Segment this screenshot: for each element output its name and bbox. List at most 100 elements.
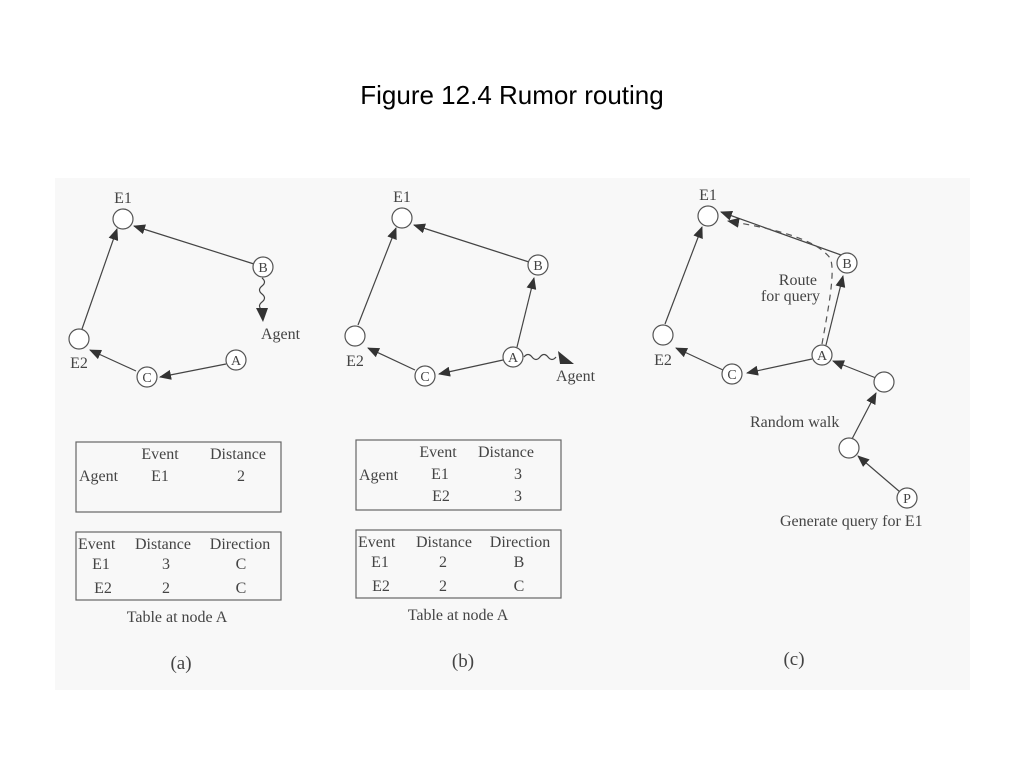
node-table-cell: E2 (94, 580, 112, 597)
label-p: P (903, 492, 911, 507)
label-c: C (727, 368, 736, 383)
label-e1: E1 (114, 190, 132, 207)
edge-b-e1 (413, 223, 530, 263)
node-a (502, 346, 524, 368)
node-table-cell: C (236, 556, 247, 573)
edge-c-e2 (89, 349, 137, 372)
node-p (896, 487, 918, 509)
label-b: B (842, 257, 851, 272)
node-e1 (697, 205, 719, 227)
table-caption: Table at node A (408, 607, 509, 624)
edge-p-w2 (857, 455, 901, 493)
agent-table-header-event: Event (141, 446, 179, 463)
node-e2 (652, 324, 674, 346)
edge-e2-e1 (664, 226, 703, 325)
agent-table (355, 439, 562, 511)
label-e1: E1 (393, 189, 411, 206)
label-e2: E2 (654, 352, 672, 369)
agent-table-cell: 3 (514, 466, 522, 483)
node-e2 (344, 325, 366, 347)
agent-table-row-label: Agent (359, 467, 399, 484)
node-table (75, 531, 282, 601)
label-c: C (420, 370, 429, 385)
node-table-header-direction: Direction (210, 536, 270, 553)
node-table-cell: B (514, 554, 525, 571)
edge-e2-e1 (357, 227, 397, 326)
agent-label: Agent (261, 326, 301, 343)
label-a: A (508, 351, 519, 366)
node-table-cell: 2 (162, 580, 170, 597)
label-e2: E2 (70, 355, 88, 372)
node-e1 (112, 208, 134, 230)
agent-table-cell: 3 (514, 488, 522, 505)
label-a: A (817, 349, 828, 364)
node-table-cell: 2 (439, 554, 447, 571)
node-table-cell: E1 (92, 556, 110, 573)
label-c: C (142, 371, 151, 386)
node-walk-2 (838, 437, 860, 459)
node-table-header-distance: Distance (135, 536, 191, 553)
agent-table (75, 441, 282, 513)
agent-arrowhead (256, 308, 268, 322)
generate-query-label: Generate query for E1 (780, 513, 923, 530)
node-table-cell: 2 (439, 578, 447, 595)
figure-background (55, 178, 970, 690)
edge-b-e1 (133, 224, 255, 265)
panel-b: E1 B E2 C A Agent Event Distance Agent E… (344, 189, 596, 672)
agent-table-header-event: Event (419, 444, 457, 461)
edge-e2-e1 (81, 228, 119, 330)
label-e2: E2 (346, 353, 364, 370)
node-c (721, 363, 743, 385)
panel-caption-c: (c) (783, 649, 804, 670)
agent-table-cell: E2 (432, 488, 450, 505)
node-table-cell: E2 (372, 578, 390, 595)
edge-w1-a (832, 360, 877, 379)
agent-table-cell: E1 (151, 468, 169, 485)
edge-c-e2 (367, 347, 416, 371)
node-table-header-distance: Distance (416, 534, 472, 551)
node-table-cell: E1 (371, 554, 389, 571)
node-table-header-direction: Direction (490, 534, 550, 551)
node-c (414, 365, 436, 387)
panel-c: E1 B E2 C A P Route for query Random wal… (652, 187, 923, 670)
edge-b-e1 (720, 211, 842, 256)
agent-table-cell: 2 (237, 468, 245, 485)
label-e1: E1 (699, 187, 717, 204)
node-b (527, 254, 549, 276)
node-table-cell: 3 (162, 556, 170, 573)
random-walk-label: Random walk (750, 414, 839, 431)
route-label-line2: for query (761, 288, 820, 305)
node-e1 (391, 207, 413, 229)
agent-table-cell: E1 (431, 466, 449, 483)
agent-table-header-distance: Distance (210, 446, 266, 463)
node-table (355, 529, 562, 599)
figure-title: Figure 12.4 Rumor routing (360, 80, 664, 110)
node-walk-1 (873, 371, 895, 393)
panel-a: E1 B E2 C A Agent Event Distance Agent E… (68, 190, 301, 674)
agent-path (258, 277, 266, 311)
edge-a-c (746, 358, 813, 376)
node-table-header-event: Event (358, 534, 396, 551)
edge-c-e2 (675, 347, 724, 371)
panel-caption-b: (b) (452, 651, 474, 672)
label-b: B (533, 259, 542, 274)
edge-a-b (825, 275, 846, 346)
agent-table-header-distance: Distance (478, 444, 534, 461)
agent-table-row-label: Agent (79, 468, 119, 485)
edge-w2-w1 (851, 392, 877, 440)
node-e2 (68, 328, 90, 350)
edge-a-c (159, 363, 227, 380)
agent-arrowhead (558, 351, 574, 364)
agent-label: Agent (556, 368, 596, 385)
node-table-cell: C (236, 580, 247, 597)
route-label-line1: Route (779, 272, 817, 289)
label-b: B (258, 261, 267, 276)
panel-caption-a: (a) (170, 653, 191, 674)
table-caption: Table at node A (127, 609, 228, 626)
label-a: A (231, 354, 242, 369)
edge-a-c (438, 359, 504, 377)
node-table-header-event: Event (78, 536, 116, 553)
query-route-dashed (727, 217, 833, 345)
edge-a-b (516, 277, 537, 348)
